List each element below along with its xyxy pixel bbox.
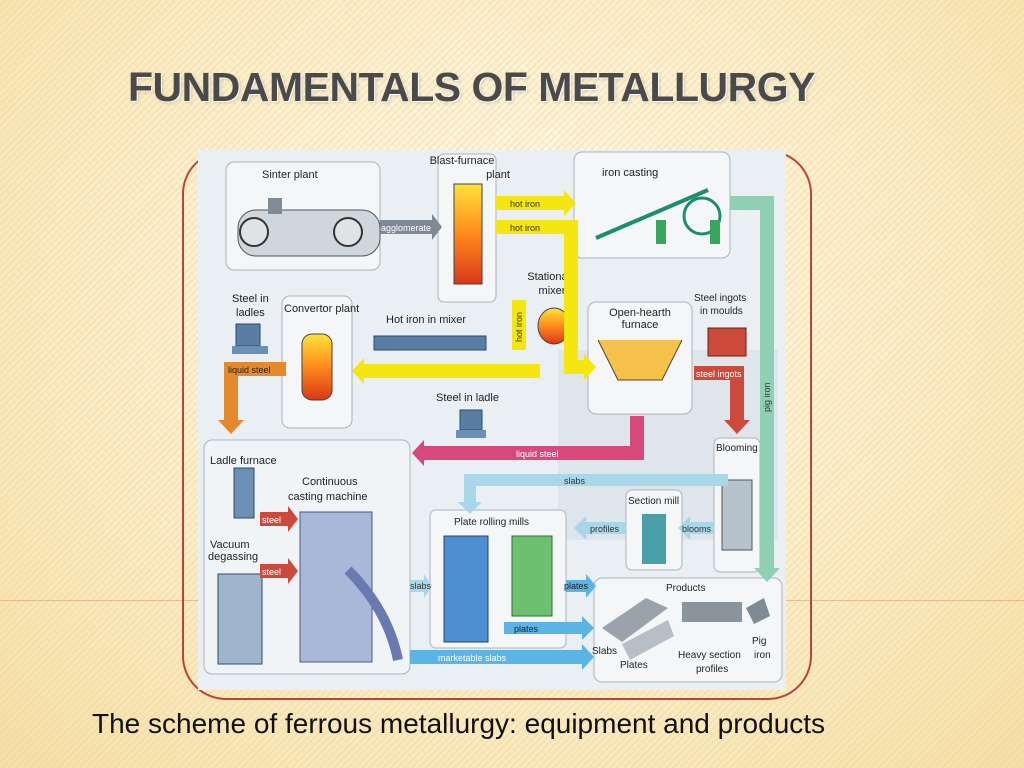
vacuum-degassing-label-2: degassing	[208, 551, 258, 563]
plates-right-label: plates	[564, 581, 589, 591]
steel-1-label: steel	[262, 515, 281, 525]
flow-slabs-top: slabs	[458, 474, 728, 514]
slabs-top-label: slabs	[564, 476, 586, 486]
flow-slabs-mid: slabs	[410, 574, 432, 598]
blast-furnace-plant: Blast-furnace plant	[430, 153, 510, 303]
liquid-steel-left-label: liquid steel	[228, 365, 271, 375]
flow-steel-1: steel	[260, 506, 298, 532]
steel-ingots-label: steel ingots	[696, 369, 742, 379]
metallurgy-scheme-diagram: Sinter plant Blast-furnace plant iron ca…	[198, 150, 786, 690]
flow-plates-bottom: plates	[504, 616, 594, 640]
stationary-mixer-label-2: mixer	[539, 285, 566, 297]
section-mill: Section mill	[625, 489, 683, 571]
flow-pig-iron: pig iron	[730, 196, 780, 582]
agglomerate-label: agglomerate	[381, 223, 431, 233]
flow-hot-iron-to-convertor	[352, 358, 540, 384]
product-heavy-section-label-1: Heavy section	[678, 650, 741, 661]
blast-furnace-label-1: Blast-furnace	[430, 155, 495, 167]
steel-in-ladles-label-1: Steel in	[232, 293, 269, 305]
convertor-plant-label: Convertor plant	[284, 303, 359, 315]
plates-bottom-label: plates	[514, 624, 539, 634]
flow-profiles: profiles	[574, 516, 626, 540]
flow-plates-right: plates	[564, 574, 596, 598]
plate-rolling-mills: Plate rolling mills	[429, 509, 567, 649]
liquid-steel-bottom-label: liquid steel	[516, 449, 559, 459]
flow-blooms: blooms	[678, 516, 714, 540]
iron-casting-label: iron casting	[602, 167, 658, 179]
sinter-plant: Sinter plant	[225, 161, 381, 271]
blooming: Blooming	[713, 437, 761, 573]
product-pig-iron-label-2: iron	[754, 650, 771, 661]
blooming-label: Blooming	[716, 443, 758, 454]
flow-hot-iron-vertical: hot iron	[512, 300, 526, 350]
hot-iron-mid-label: hot iron	[510, 223, 540, 233]
flow-liquid-steel-bottom: liquid steel	[412, 416, 644, 466]
plate-rolling-mills-label: Plate rolling mills	[454, 517, 529, 528]
sinter-plant-label: Sinter plant	[262, 169, 318, 181]
continuous-casting-label-1: Continuous	[302, 476, 358, 488]
slide-caption: The scheme of ferrous metallurgy: equipm…	[92, 708, 826, 739]
steel-in-ladle-label: Steel in ladle	[436, 392, 499, 404]
product-plates-label: Plates	[620, 660, 648, 671]
slabs-mid-label: slabs	[410, 581, 432, 591]
open-hearth-label-2: furnace	[622, 319, 659, 331]
pig-iron-label: pig iron	[762, 382, 772, 412]
continuous-casting-label-2: casting machine	[288, 491, 368, 503]
flow-hot-iron-top: hot iron	[496, 190, 576, 216]
steel-in-ladle: Steel in ladle	[436, 392, 499, 438]
flow-hot-iron-mid: hot iron	[496, 220, 596, 380]
steel-2-label: steel	[262, 567, 281, 577]
flow-liquid-steel-left: liquid steel	[218, 362, 286, 434]
products-label: Products	[666, 583, 705, 594]
hot-iron-vertical-label: hot iron	[514, 312, 524, 342]
vacuum-degassing-label-1: Vacuum	[210, 539, 250, 551]
open-hearth-label-1: Open-hearth	[609, 307, 671, 319]
hot-iron-in-mixer: Hot iron in mixer	[373, 314, 487, 351]
product-slabs-label: Slabs	[592, 646, 617, 657]
hot-iron-top-label: hot iron	[510, 199, 540, 209]
section-mill-label: Section mill	[628, 496, 679, 507]
hot-iron-in-mixer-label: Hot iron in mixer	[386, 314, 466, 326]
blast-furnace-label-2: plant	[486, 169, 510, 181]
flow-marketable-slabs: marketable slabs	[410, 644, 594, 670]
products: Products Slabs Plates Heavy section prof…	[592, 577, 783, 683]
profiles-label: profiles	[590, 524, 620, 534]
steel-mill-block: Ladle furnace Continuous casting machine…	[203, 439, 411, 675]
blooms-label: blooms	[682, 524, 712, 534]
flow-steel-ingots: steel ingots	[694, 366, 750, 434]
iron-casting: iron casting	[573, 151, 731, 259]
flow-agglomerate: agglomerate	[380, 214, 442, 240]
steel-ingots-moulds-label-2: in moulds	[700, 306, 743, 317]
product-pig-iron-label-1: Pig	[752, 636, 766, 647]
ladle-furnace-label: Ladle furnace	[210, 455, 277, 467]
marketable-slabs-label: marketable slabs	[438, 653, 507, 663]
steel-in-ladles-label-2: ladles	[236, 307, 265, 319]
product-heavy-section-label-2: profiles	[696, 664, 728, 675]
slide-title: FUNDAMENTALS OF METALLURGY	[128, 64, 815, 110]
steel-in-ladles: Steel in ladles	[232, 293, 269, 354]
open-hearth-furnace: Open-hearth furnace	[587, 301, 693, 415]
steel-ingots-moulds-label-1: Steel ingots	[694, 293, 746, 304]
flow-steel-2: steel	[260, 558, 298, 584]
steel-ingots-in-moulds: Steel ingots in moulds	[694, 293, 747, 357]
convertor-plant: Convertor plant	[281, 295, 359, 429]
